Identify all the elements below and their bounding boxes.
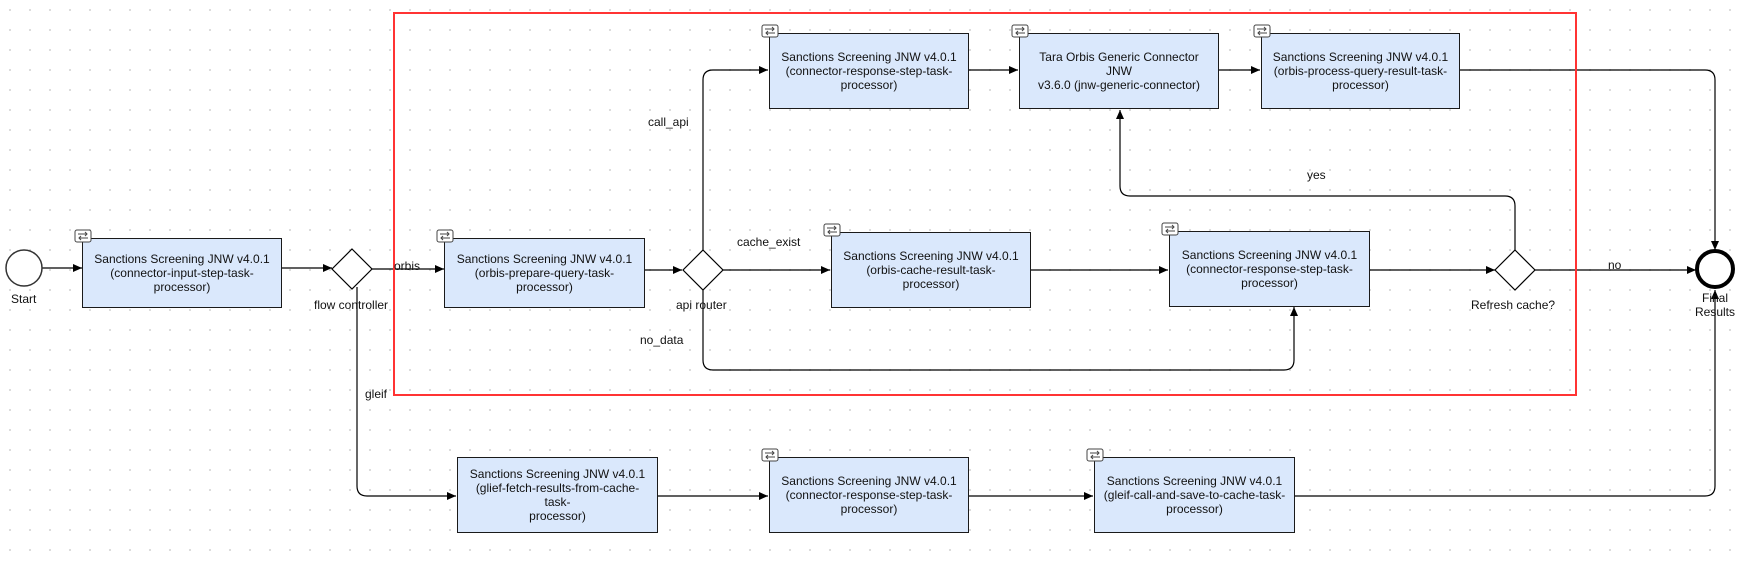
api-router-gateway[interactable] bbox=[682, 249, 724, 291]
service-task-icon bbox=[74, 229, 92, 243]
flow-controller-gateway[interactable] bbox=[331, 248, 373, 290]
no-data-edge-label: no_data bbox=[640, 333, 684, 347]
start-event[interactable] bbox=[5, 249, 43, 287]
task-label: Sanctions Screening JNW v4.0.1 (connecto… bbox=[781, 50, 957, 92]
flow-controller-label: flow controller bbox=[314, 298, 389, 312]
edge-gleif-call-to-end bbox=[1295, 290, 1719, 497]
task-label: Sanctions Screening JNW v4.0.1 (orbis-pr… bbox=[456, 252, 633, 294]
task-glief-fetch[interactable]: Sanctions Screening JNW v4.0.1 (glief-fe… bbox=[457, 457, 658, 533]
refresh-cache-gateway[interactable] bbox=[1494, 249, 1536, 291]
orbis-edge-label: orbis bbox=[394, 259, 421, 273]
task-connector-response-bottom[interactable]: Sanctions Screening JNW v4.0.1 (connecto… bbox=[761, 448, 969, 533]
service-task-icon bbox=[1253, 24, 1271, 38]
edge-yes bbox=[1116, 110, 1516, 250]
service-task-icon bbox=[761, 24, 779, 38]
task-gleif-call[interactable]: Sanctions Screening JNW v4.0.1 (gleif-ca… bbox=[1086, 448, 1295, 533]
yes-edge-label: yes bbox=[1307, 168, 1326, 182]
task-label: Sanctions Screening JNW v4.0.1 (orbis-ca… bbox=[843, 249, 1019, 291]
task-connector-input[interactable]: Sanctions Screening JNW v4.0.1 (connecto… bbox=[74, 229, 282, 308]
service-task-icon bbox=[436, 229, 454, 243]
service-task-icon bbox=[1011, 24, 1029, 38]
edge-call-api bbox=[702, 66, 768, 250]
gleif-edge-label: gleif bbox=[365, 387, 388, 401]
start-label: Start bbox=[11, 292, 37, 306]
edge-no-data bbox=[702, 290, 1298, 371]
task-label: Sanctions Screening JNW v4.0.1 (connecto… bbox=[781, 474, 957, 516]
cache-exist-edge-label: cache_exist bbox=[737, 235, 801, 249]
task-label: Tara Orbis Generic Connector JNW v3.6.0 … bbox=[1037, 50, 1201, 92]
service-task-icon bbox=[761, 448, 779, 462]
task-label: Sanctions Screening JNW v4.0.1 (orbis-pr… bbox=[1272, 50, 1449, 92]
end-label: Final Results bbox=[1694, 291, 1735, 319]
task-generic-connector[interactable]: Tara Orbis Generic Connector JNW v3.6.0 … bbox=[1011, 24, 1219, 109]
end-event[interactable] bbox=[1695, 249, 1735, 289]
service-task-icon bbox=[823, 223, 841, 237]
task-label: Sanctions Screening JNW v4.0.1 (connecto… bbox=[1181, 248, 1358, 290]
task-orbis-prepare[interactable]: Sanctions Screening JNW v4.0.1 (orbis-pr… bbox=[436, 229, 645, 308]
edge-process-to-end bbox=[1460, 69, 1719, 250]
task-label: Sanctions Screening JNW v4.0.1 (gleif-ca… bbox=[1103, 474, 1286, 516]
call-api-edge-label: call_api bbox=[648, 115, 689, 129]
api-router-label: api router bbox=[676, 298, 727, 312]
task-connector-response-mid[interactable]: Sanctions Screening JNW v4.0.1 (connecto… bbox=[1161, 222, 1370, 307]
task-orbis-process[interactable]: Sanctions Screening JNW v4.0.1 (orbis-pr… bbox=[1253, 24, 1460, 109]
task-connector-response-top[interactable]: Sanctions Screening JNW v4.0.1 (connecto… bbox=[761, 24, 969, 109]
task-label: Sanctions Screening JNW v4.0.1 (glief-fe… bbox=[469, 467, 646, 523]
service-task-icon bbox=[1086, 448, 1104, 462]
task-orbis-cache[interactable]: Sanctions Screening JNW v4.0.1 (orbis-ca… bbox=[823, 223, 1031, 308]
edge-gleif bbox=[356, 287, 456, 500]
no-edge-label: no bbox=[1608, 258, 1622, 272]
refresh-cache-label: Refresh cache? bbox=[1471, 298, 1556, 312]
service-task-icon bbox=[1161, 222, 1179, 236]
task-label: Sanctions Screening JNW v4.0.1 (connecto… bbox=[94, 252, 270, 294]
